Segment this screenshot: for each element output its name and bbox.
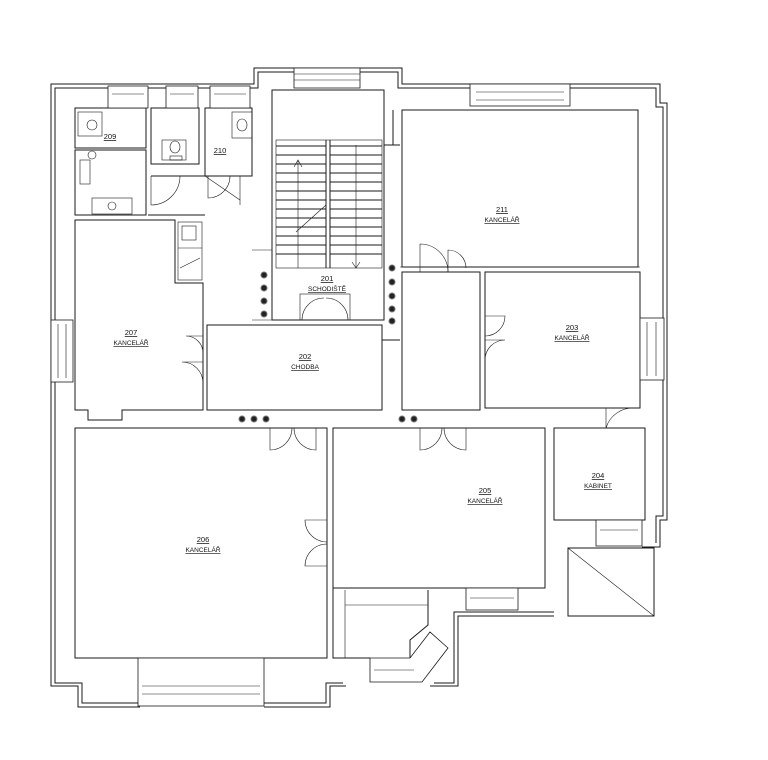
room-label-207: 207 KANCELÁŘ [113, 328, 148, 347]
door-swing-icon [304, 519, 328, 543]
room-number: 209 [104, 132, 117, 141]
arrow-up-icon [293, 159, 303, 168]
room-label-205: 205 KANCELÁŘ [467, 486, 502, 505]
door-swing-icon [185, 335, 204, 354]
room-name: SCHODIŠTĚ [308, 284, 347, 293]
doors [181, 243, 635, 567]
room-label-209: 209 [104, 132, 117, 141]
room-label-206: 206 KANCELÁŘ [185, 535, 220, 554]
room-label-211: 211 KANCELÁŘ [484, 205, 519, 224]
washbasin-icon [77, 111, 103, 137]
room-name: KANCELÁŘ [554, 333, 589, 342]
room-label-203: 203 KANCELÁŘ [554, 323, 589, 342]
room-number: 201 [321, 274, 334, 283]
door-swing-icon [605, 407, 635, 429]
sink-icon [91, 197, 133, 215]
room-name: KANCELÁŘ [467, 496, 502, 505]
room-number: 202 [299, 352, 312, 361]
room-name: KANCELÁŘ [113, 338, 148, 347]
staircase [252, 89, 400, 321]
arrow-down-icon [351, 261, 361, 269]
double-door [299, 293, 351, 321]
room-name: KANCELÁŘ [484, 215, 519, 224]
toilet-icon [231, 111, 253, 139]
room-number: 203 [566, 323, 579, 332]
room-label-204: 204 KABINET [584, 471, 612, 490]
windows [50, 67, 665, 707]
room-number: 207 [125, 328, 138, 337]
door-swing-icon [419, 243, 449, 273]
door-swing-icon [150, 175, 181, 206]
door-swing-icon [419, 427, 443, 451]
room-name: KABINET [584, 483, 612, 490]
room-label-210: 210 [214, 146, 227, 155]
room-number: 211 [496, 205, 508, 214]
room-number: 205 [479, 486, 492, 495]
room-name: KANCELÁŘ [185, 545, 220, 554]
stair-treads [276, 145, 382, 255]
room-name: CHODBA [291, 364, 319, 371]
room-walls [74, 109, 655, 659]
room-number: 204 [592, 471, 605, 480]
room-number: 206 [197, 535, 210, 544]
room-label-201: 201 SCHODIŠTĚ [308, 274, 347, 293]
toilet-icon [161, 139, 187, 161]
columns [238, 264, 418, 423]
door-swing-icon [484, 315, 506, 337]
room-label-202: 202 CHODBA [291, 352, 319, 371]
room-number: 210 [214, 146, 227, 155]
door-swing-icon [207, 175, 231, 199]
door-swing-icon [269, 427, 293, 451]
wc-block-walls [74, 107, 253, 216]
